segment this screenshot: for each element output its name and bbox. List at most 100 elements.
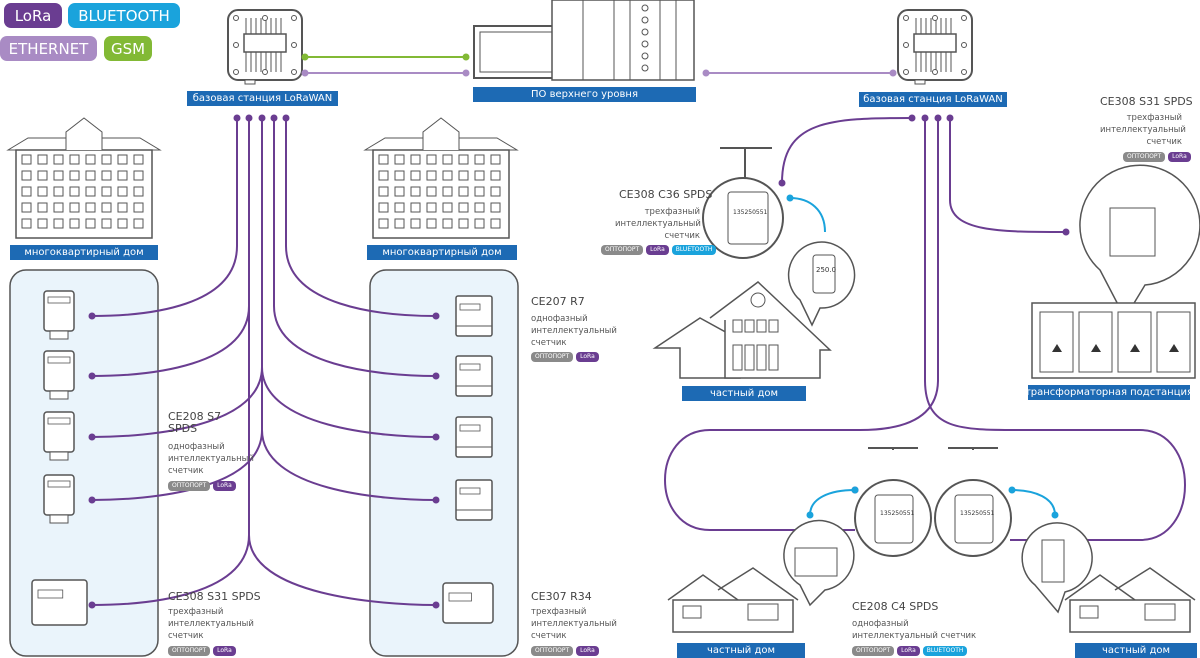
station-bolt — [961, 15, 967, 21]
substation-door — [1156, 311, 1191, 373]
phone-reading: 250.0 — [816, 266, 836, 274]
meter-display-icon — [794, 547, 838, 577]
window — [37, 154, 48, 165]
station-bolt — [903, 42, 909, 48]
window — [117, 154, 128, 165]
cabinet-knob — [641, 64, 649, 72]
base-station-left-label: базовая станция LoRaWAN — [187, 91, 338, 106]
lora-link — [664, 118, 939, 531]
meter-serial: 135250551 — [880, 510, 915, 517]
legend-ethernet: ETHERNET — [0, 36, 97, 61]
window — [37, 218, 48, 229]
window — [37, 170, 48, 181]
meter-ce208s7 — [43, 350, 75, 400]
meter-body — [874, 494, 914, 544]
lora-link — [91, 118, 250, 377]
window — [378, 186, 389, 197]
window — [490, 154, 501, 165]
window — [133, 154, 144, 165]
window — [394, 170, 405, 181]
bluetooth-dot — [786, 194, 794, 202]
meter-ce207r7 — [455, 479, 493, 521]
window — [1079, 605, 1099, 619]
window — [394, 186, 405, 197]
meter-ce207r7 — [455, 295, 493, 337]
private-house-bottom-left-label: частный дом — [677, 643, 805, 658]
meter-body — [31, 579, 88, 626]
meter-display — [459, 303, 481, 311]
window — [378, 170, 389, 181]
tag-lora: LoRa — [213, 481, 236, 491]
window — [426, 202, 437, 213]
window — [21, 202, 32, 213]
substation-door — [1117, 311, 1152, 373]
ce308c36-desc: трехфазный интеллектуальный счетчик — [615, 207, 701, 241]
ce308s31-right-desc: трехфазный интеллектуальный счетчик — [1100, 113, 1186, 147]
ce308s31-right-model: CE308 S31 SPDS — [1100, 95, 1193, 108]
window — [133, 218, 144, 229]
meter-dot — [432, 496, 440, 504]
lora-link — [949, 118, 1067, 233]
window — [378, 218, 389, 229]
cabinet-knob — [641, 16, 649, 24]
ce208c4-model: CE208 C4 SPDS — [852, 600, 939, 613]
station-bolt — [961, 69, 967, 75]
tag-lora: LoRa — [1168, 152, 1191, 162]
hazard-sign — [1169, 344, 1179, 352]
lora-link — [781, 117, 913, 184]
tag-lora: LoRa — [897, 646, 920, 656]
window — [490, 218, 501, 229]
tag-bluetooth: BLUETOOTH — [922, 646, 968, 656]
window — [53, 202, 64, 213]
meter-display — [47, 296, 71, 304]
hazard-sign — [1091, 344, 1101, 352]
hazard-sign — [1052, 344, 1062, 352]
ce208s7-desc: однофазный интеллектуальный счетчик — [168, 442, 254, 476]
meter-dot — [88, 496, 96, 504]
cabinet-knob — [641, 28, 649, 36]
meter-dot — [432, 372, 440, 380]
tag-optoport: ОПТОПОРТ — [601, 245, 644, 255]
window — [69, 154, 80, 165]
meter-ce207r7 — [455, 416, 493, 458]
meter-dot — [88, 312, 96, 320]
window — [474, 154, 485, 165]
window — [442, 218, 453, 229]
station-bolt — [262, 69, 268, 75]
ce308s31-left-desc: трехфазный интеллектуальный счетчик — [168, 607, 254, 641]
ethernet-dot — [702, 69, 710, 77]
window — [133, 170, 144, 181]
lora-link — [273, 118, 437, 377]
cabinet-knob — [641, 4, 649, 12]
station-module — [913, 33, 957, 53]
lora-link — [91, 118, 250, 606]
station-module — [243, 33, 287, 53]
window — [747, 603, 779, 621]
ce308c36-model: CE308 C36 SPDS — [619, 188, 713, 201]
station-bolt — [932, 15, 938, 21]
gsm-dot — [301, 53, 309, 61]
tag-bluetooth: BLUETOOTH — [671, 245, 717, 255]
window — [133, 202, 144, 213]
window — [53, 154, 64, 165]
tag-optoport: ОПТОПОРТ — [531, 646, 574, 656]
window — [101, 202, 112, 213]
window — [37, 202, 48, 213]
window — [756, 344, 767, 371]
window — [21, 218, 32, 229]
substation-label: трансформаторная подстанция — [1024, 385, 1194, 400]
meter-dot — [88, 372, 96, 380]
window — [21, 186, 32, 197]
tag-lora: LoRa — [213, 646, 236, 656]
bluetooth-dot — [806, 511, 814, 519]
phone-icon — [812, 254, 836, 294]
window — [442, 170, 453, 181]
window — [394, 218, 405, 229]
bluetooth-dot — [851, 486, 859, 494]
window — [21, 154, 32, 165]
meter-terminal — [49, 451, 69, 461]
